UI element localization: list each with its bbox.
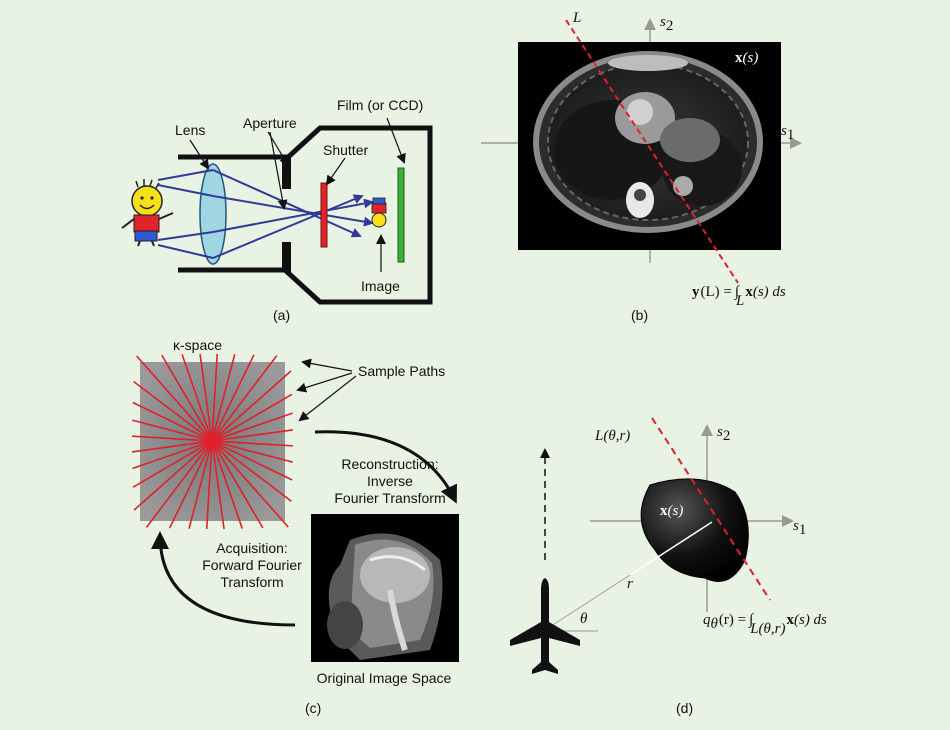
label-image: Image bbox=[361, 278, 400, 294]
lens-shape bbox=[199, 163, 227, 265]
panel-a-camera: Lens Aperture Shutter Film (or CCD) Imag… bbox=[121, 97, 433, 323]
caption-d: (d) bbox=[676, 700, 693, 716]
caption-b: (b) bbox=[631, 307, 648, 323]
axis-label-s1-b: s1 bbox=[781, 123, 794, 143]
object-blob bbox=[640, 478, 749, 582]
airplane-icon bbox=[510, 578, 580, 674]
line-label-b: L bbox=[572, 10, 581, 26]
aperture-top bbox=[282, 157, 291, 189]
label-shutter: Shutter bbox=[323, 142, 368, 158]
label-lens: Lens bbox=[175, 122, 205, 138]
label-acq-3: Transform bbox=[220, 574, 283, 590]
film-shape bbox=[397, 167, 405, 263]
reconstruction-arrow bbox=[314, 430, 457, 504]
label-kspace: κ-space bbox=[173, 337, 222, 353]
line-label-d: L(θ,r) bbox=[594, 428, 630, 444]
label-acq-2: Forward Fourier bbox=[202, 557, 302, 573]
label-acq-1: Acquisition: bbox=[216, 540, 288, 556]
axis-label-s1-d: s1 bbox=[793, 518, 806, 538]
label-film: Film (or CCD) bbox=[337, 97, 423, 113]
image-label-b: x(s) bbox=[735, 50, 758, 66]
ct-body bbox=[533, 51, 763, 233]
projection-line-d bbox=[651, 417, 771, 601]
panel-b-ct: L s2 s1 x(s) y(L) =∫Lx(s) ds (b) bbox=[481, 10, 802, 323]
formula-d: qθ(r) =∫L(θ,r)x(s) ds bbox=[703, 612, 827, 637]
label-r: r bbox=[627, 576, 633, 592]
label-orig-image: Original Image Space bbox=[317, 670, 452, 686]
label-aperture: Aperture bbox=[243, 115, 297, 131]
panel-d-projection: s2 s1 x(s) L(θ,r) r θ qθ(r) =∫L(θ,r)x(s)… bbox=[510, 417, 827, 716]
acquisition-arrow bbox=[151, 531, 296, 627]
kid-figure bbox=[121, 179, 174, 247]
aperture-bottom bbox=[282, 242, 291, 272]
inverted-image-figure bbox=[371, 197, 387, 228]
formula-b: y(L) =∫Lx(s) ds bbox=[692, 284, 786, 309]
caption-c: (c) bbox=[305, 700, 321, 716]
panel-c-kspace: κ-space Sample Paths Reconstruction: Inv… bbox=[131, 337, 459, 716]
axis-label-s2-b: s2 bbox=[660, 14, 673, 34]
object-label-d: x(s) bbox=[660, 503, 683, 519]
caption-a: (a) bbox=[273, 307, 290, 323]
label-theta: θ bbox=[580, 611, 588, 627]
label-recon-2: Inverse bbox=[367, 473, 413, 489]
label-recon-3: Fourier Transform bbox=[334, 490, 445, 506]
shutter-shape bbox=[320, 182, 328, 248]
light-rays bbox=[157, 169, 374, 259]
label-recon-1: Reconstruction: bbox=[341, 456, 438, 472]
radius-line bbox=[544, 574, 631, 631]
label-sample-paths: Sample Paths bbox=[358, 363, 445, 379]
mri-head bbox=[327, 533, 443, 660]
projection-line-b bbox=[565, 19, 739, 284]
kspace-center bbox=[209, 438, 215, 444]
axis-label-s2-d: s2 bbox=[717, 424, 730, 444]
